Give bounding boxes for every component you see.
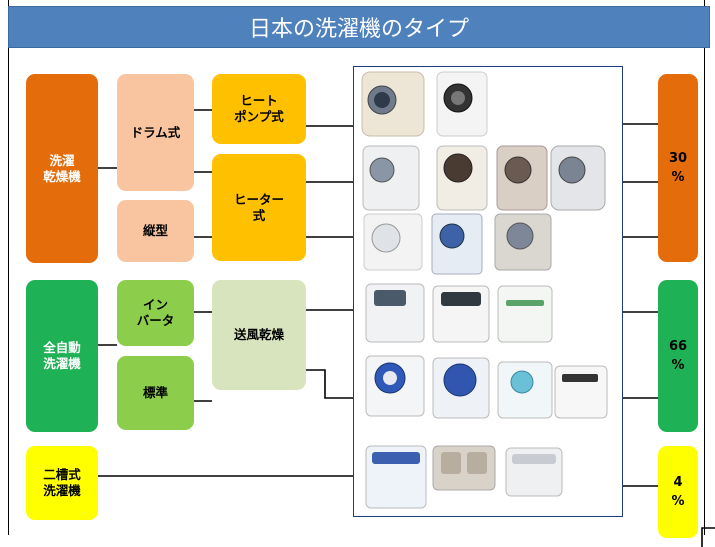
washing-machine-icon bbox=[432, 445, 496, 491]
washing-machine-icon bbox=[550, 145, 606, 211]
category-fully-automatic: 全自動 洗濯機 bbox=[26, 280, 98, 432]
washing-machine-icon bbox=[436, 71, 488, 137]
connector-standard-images bbox=[306, 369, 353, 399]
drying-heater: ヒーター 式 bbox=[212, 154, 306, 261]
share-washer-dryer: 30 % bbox=[658, 74, 698, 262]
share-fully-automatic: 66 % bbox=[658, 280, 698, 432]
subtype-drum: ドラム式 bbox=[117, 74, 194, 191]
drying-heat-pump: ヒート ポンプ式 bbox=[212, 74, 306, 144]
category-washer-dryer: 洗濯 乾燥機 bbox=[26, 74, 98, 263]
drying-airflow: 送風乾燥 bbox=[212, 280, 306, 390]
washing-machine-icon bbox=[432, 357, 490, 419]
washing-machine-icon bbox=[505, 447, 563, 497]
washing-machine-icon bbox=[431, 213, 483, 275]
washing-machine-icon bbox=[497, 361, 553, 419]
subtype-standard: 標準 bbox=[117, 356, 194, 430]
page-title: 日本の洗濯機のタイプ bbox=[8, 6, 710, 48]
washing-machine-icon bbox=[363, 213, 423, 271]
washing-machine-icon bbox=[362, 145, 420, 211]
share-fully-automatic-value: 66 % bbox=[668, 338, 688, 374]
category-twin-tub: 二槽式 洗濯機 bbox=[26, 446, 98, 520]
subtype-inverter: イン バータ bbox=[117, 280, 194, 346]
washing-machine-icon bbox=[494, 213, 552, 271]
washing-machine-icon bbox=[432, 285, 490, 343]
share-twin-tub-value: 4 % bbox=[671, 474, 685, 510]
washing-machine-icon bbox=[365, 355, 425, 417]
washing-machine-icon bbox=[365, 445, 427, 509]
washing-machine-icon bbox=[361, 71, 425, 137]
corner-mark bbox=[701, 527, 715, 547]
page-frame bbox=[8, 0, 705, 535]
washing-machine-icon bbox=[436, 145, 488, 211]
washing-machine-icon bbox=[554, 365, 608, 419]
share-washer-dryer-value: 30 % bbox=[668, 150, 688, 186]
subtype-vertical: 縦型 bbox=[117, 200, 194, 262]
washing-machine-icon bbox=[365, 283, 425, 343]
washing-machine-icon bbox=[496, 145, 548, 211]
washing-machine-icon bbox=[497, 285, 553, 343]
share-twin-tub: 4 % bbox=[658, 446, 698, 538]
